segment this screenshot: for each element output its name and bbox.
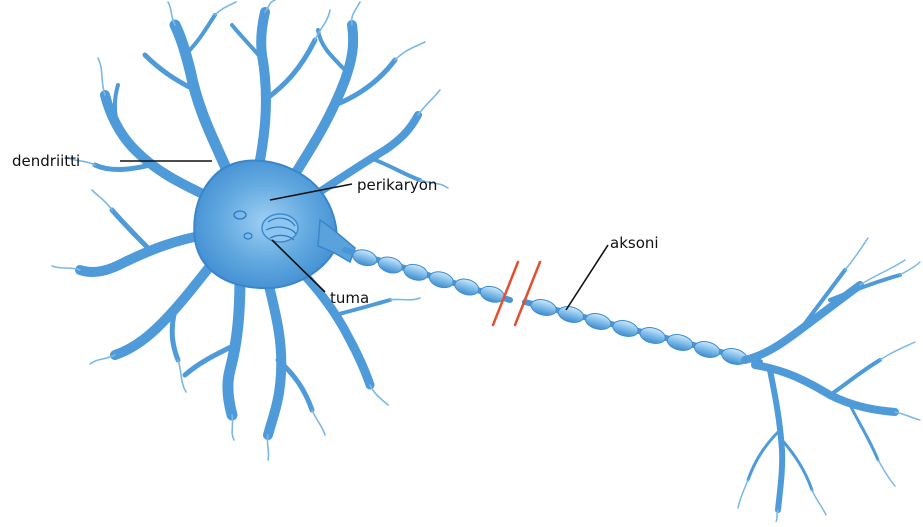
myelin-segment	[666, 332, 695, 353]
myelin-segment	[428, 269, 456, 290]
myelin-segment	[638, 325, 667, 346]
dendrite-branch	[172, 310, 178, 360]
leader-axon	[566, 245, 608, 310]
label-perikaryon: perikaryon	[357, 176, 437, 194]
myelin-segment	[377, 254, 405, 275]
dendrite-branch	[115, 260, 215, 355]
dendrite-branch	[95, 165, 150, 170]
myelin-segment	[584, 311, 613, 332]
myelin-segment	[611, 318, 640, 339]
label-nucleus: tuma	[330, 289, 369, 307]
dendrite-branch	[175, 25, 235, 190]
dendrite-branch	[112, 210, 150, 250]
axon-terminal-tips	[738, 238, 920, 522]
dendrite-branch	[318, 30, 345, 70]
myelin-segment	[453, 276, 481, 297]
label-dendrite: dendriitti	[12, 152, 80, 170]
dendrite-branch	[265, 40, 315, 100]
myelin-segment	[402, 262, 430, 283]
myelin-segment	[529, 297, 558, 318]
axon	[345, 247, 760, 367]
dendrite-branch	[185, 15, 215, 55]
myelin-segment	[693, 339, 722, 360]
dendrite-branch	[285, 25, 353, 190]
myelin-segment	[557, 304, 586, 325]
dendrite-branch	[265, 270, 281, 435]
axon-terminal	[745, 270, 900, 510]
label-axon: aksoni	[610, 234, 659, 252]
